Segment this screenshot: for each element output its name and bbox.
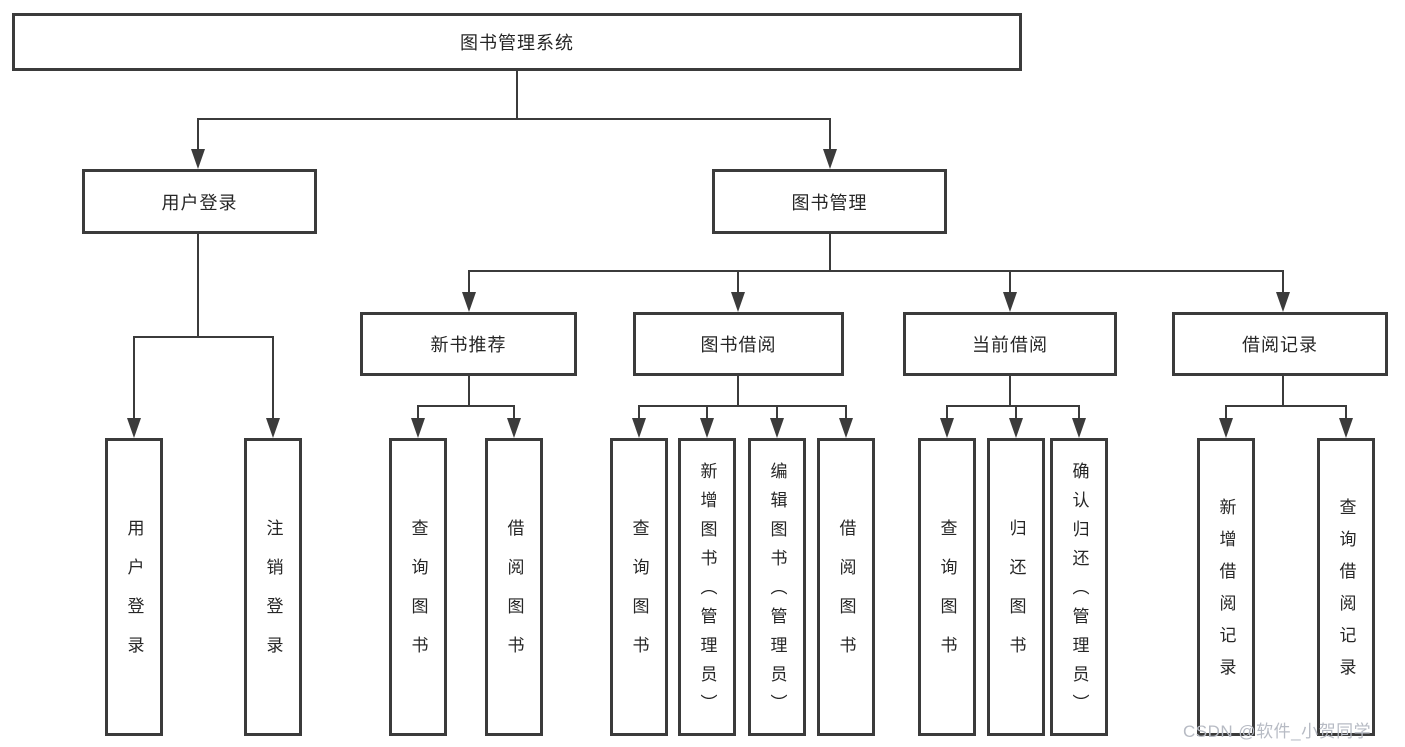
leaf-borrow-books-1-label: 借阅图书 — [504, 519, 524, 675]
leaf-user-login: 用户登录 — [105, 438, 163, 736]
leaf-edit-book-admin: 编辑图书（管理员） — [748, 438, 806, 736]
node-current-borrow-label: 当前借阅 — [972, 335, 1048, 355]
leaf-confirm-return-admin: 确认归还（管理员） — [1050, 438, 1108, 736]
leaf-query-borrow-record-label: 查询借阅记录 — [1336, 498, 1356, 690]
arrow-to-leaf-add-borrow-record — [1219, 407, 1233, 438]
node-book-borrow: 图书借阅 — [633, 312, 844, 376]
connector-new-book-recommend-stub — [468, 376, 470, 407]
connector-new-book-recommend-hline — [417, 405, 515, 407]
leaf-query-books-1-label: 查询图书 — [408, 519, 428, 675]
node-book-management: 图书管理 — [712, 169, 947, 234]
connector-root-hline — [197, 118, 831, 120]
node-user-login-label: 用户登录 — [161, 192, 238, 213]
node-borrow-records-label: 借阅记录 — [1242, 335, 1318, 355]
arrow-to-new-book-recommend — [462, 272, 476, 312]
leaf-add-borrow-record-label: 新增借阅记录 — [1216, 498, 1236, 690]
leaf-borrow-books-2-label: 借阅图书 — [836, 519, 856, 675]
leaf-query-books-3-label: 查询图书 — [937, 519, 957, 675]
leaf-add-borrow-record: 新增借阅记录 — [1197, 438, 1255, 736]
node-book-borrow-label: 图书借阅 — [700, 335, 777, 355]
arrow-to-borrow-records — [1276, 272, 1290, 312]
leaf-query-books-3: 查询图书 — [918, 438, 976, 736]
connector-current-borrow-stub — [1009, 376, 1011, 407]
arrow-to-current-borrow — [1003, 272, 1017, 312]
arrow-to-user-login — [191, 120, 205, 169]
arrow-to-leaf-edit-book — [770, 407, 784, 438]
leaf-user-login-label: 用户登录 — [124, 519, 144, 675]
node-user-login: 用户登录 — [82, 169, 317, 234]
arrow-to-leaf-borrow-books-2 — [839, 407, 853, 438]
connector-borrow-records-stub — [1282, 376, 1284, 407]
arrow-to-leaf-add-book — [700, 407, 714, 438]
connector-book-management-stub — [829, 234, 831, 272]
arrow-to-leaf-query-books-1 — [411, 407, 425, 438]
arrow-to-book-borrow — [731, 272, 745, 312]
node-library-management-system: 图书管理系统 — [12, 13, 1022, 71]
node-current-borrow: 当前借阅 — [903, 312, 1117, 376]
leaf-logout-login: 注销登录 — [244, 438, 302, 736]
arrow-to-leaf-return-book — [1009, 407, 1023, 438]
leaf-edit-book-admin-label: 编辑图书（管理员） — [767, 461, 787, 723]
connector-borrow-records-hline — [1225, 405, 1347, 407]
leaf-confirm-return-admin-label: 确认归还（管理员） — [1069, 461, 1089, 723]
leaf-add-book-admin: 新增图书（管理员） — [678, 438, 736, 736]
leaf-query-books-1: 查询图书 — [389, 438, 447, 736]
leaf-query-books-2-label: 查询图书 — [629, 519, 649, 675]
connector-book-borrow-hline — [638, 405, 847, 407]
leaf-logout-login-label: 注销登录 — [263, 519, 283, 675]
leaf-return-book-label: 归还图书 — [1006, 519, 1026, 675]
arrow-to-leaf-logout — [266, 338, 280, 438]
connector-book-borrow-stub — [737, 376, 739, 407]
connector-book-management-hline — [468, 270, 1284, 272]
arrow-to-leaf-query-borrow-record — [1339, 407, 1353, 438]
connector-user-login-hline — [133, 336, 274, 338]
arrow-to-leaf-user-login — [127, 338, 141, 438]
node-borrow-records: 借阅记录 — [1172, 312, 1388, 376]
leaf-borrow-books-2: 借阅图书 — [817, 438, 875, 736]
arrow-to-leaf-borrow-books-1 — [507, 407, 521, 438]
leaf-borrow-books-1: 借阅图书 — [485, 438, 543, 736]
leaf-query-borrow-record: 查询借阅记录 — [1317, 438, 1375, 736]
connector-user-login-stub — [197, 234, 199, 338]
arrow-to-leaf-confirm-return — [1072, 407, 1086, 438]
arrow-to-leaf-query-books-3 — [940, 407, 954, 438]
connector-root-stub — [516, 71, 518, 119]
leaf-return-book: 归还图书 — [987, 438, 1045, 736]
node-new-book-recommend: 新书推荐 — [360, 312, 577, 376]
arrow-to-leaf-query-books-2 — [632, 407, 646, 438]
node-library-management-system-label: 图书管理系统 — [460, 33, 574, 53]
leaf-query-books-2: 查询图书 — [610, 438, 668, 736]
arrow-to-book-management — [823, 120, 837, 169]
node-new-book-recommend-label: 新书推荐 — [430, 335, 507, 355]
connector-current-borrow-hline — [946, 405, 1080, 407]
node-book-management-label: 图书管理 — [791, 192, 868, 213]
watermark: CSDN @软件_小贺同学 — [1183, 722, 1372, 741]
leaf-add-book-admin-label: 新增图书（管理员） — [697, 461, 717, 723]
